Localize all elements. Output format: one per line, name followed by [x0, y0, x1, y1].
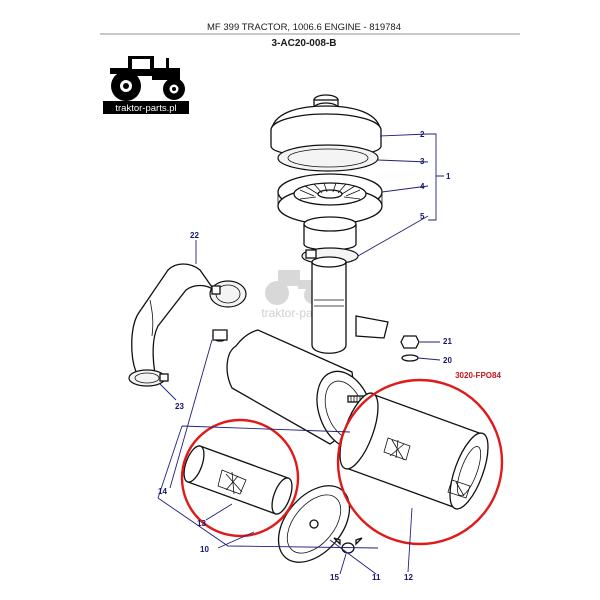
callout-22: 22 [190, 231, 199, 240]
outlet-hose [128, 263, 247, 387]
intake-pipe [311, 256, 347, 354]
wing-nut [333, 537, 363, 554]
air-cleaner-housing [212, 315, 389, 450]
callout-21: 21 [443, 337, 452, 346]
callout-23: 23 [175, 402, 184, 411]
callout-3: 3 [420, 157, 425, 166]
callout-20: 20 [443, 356, 452, 365]
highlight-circle-main [336, 378, 504, 546]
callout-4: 4 [420, 182, 425, 191]
diagram-title: MF 399 TRACTOR, 1006.6 ENGINE - 819784 [207, 22, 401, 33]
leader-lines [159, 133, 441, 575]
inner-filter-element [183, 445, 293, 515]
main-filter-element [339, 392, 489, 510]
callout-2: 2 [420, 130, 425, 139]
reference-label: 3020-FPO84 [455, 371, 501, 380]
callout-1: 1 [446, 172, 451, 181]
callout-14: 14 [158, 487, 167, 496]
bolt-washer [400, 335, 420, 362]
callout-5: 5 [420, 212, 425, 221]
group-bracket-10 [157, 425, 379, 549]
tractor-logo-icon [110, 56, 185, 101]
callout-13: 13 [197, 519, 206, 528]
callout-10: 10 [200, 545, 209, 554]
callout-15: 15 [330, 573, 339, 582]
group-bracket-1 [428, 133, 444, 221]
diagram-code: 3-AC20-008-B [271, 38, 336, 49]
logo-text: traktor-parts.pl [115, 103, 176, 114]
callout-12: 12 [404, 573, 413, 582]
callout-11: 11 [372, 573, 381, 582]
highlight-circle-inner [180, 418, 300, 538]
pre-cleaner-assembly [270, 94, 383, 265]
logo-text-bg [103, 101, 189, 114]
